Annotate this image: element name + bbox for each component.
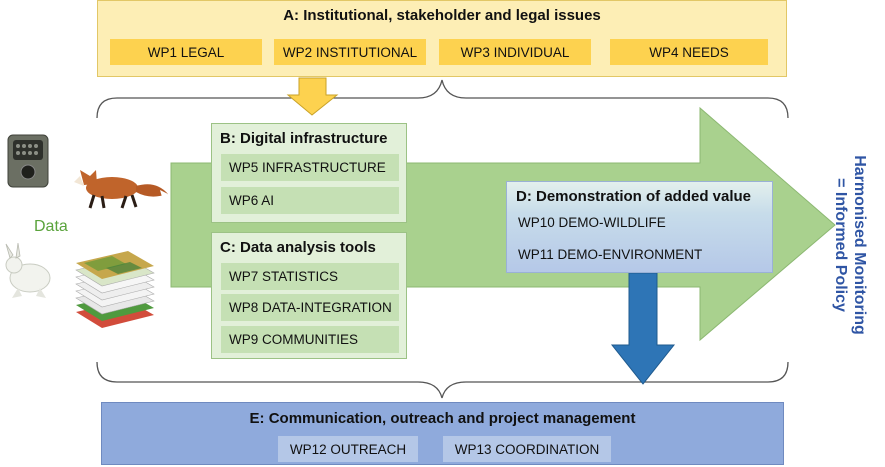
data-label: Data [34, 218, 68, 235]
wp2-institutional: WP2 INSTITUTIONAL [274, 39, 426, 65]
fox-icon [74, 170, 168, 209]
wp11-demo-environment: WP11 DEMO-ENVIRONMENT [518, 247, 703, 262]
camera-trap-icon [7, 134, 49, 188]
blue-down-arrow [610, 272, 676, 385]
wp3-individual: WP3 INDIVIDUAL [439, 39, 591, 65]
wp6-ai: WP6 AI [221, 187, 399, 214]
map-layers-icon [75, 251, 155, 328]
bottom-brace [96, 361, 789, 399]
section-e-box: E: Communication, outreach and project m… [101, 402, 784, 465]
wp4-needs: WP4 NEEDS [610, 39, 768, 65]
section-b-title: B: Digital infrastructure [220, 130, 388, 147]
hare-icon [5, 242, 51, 298]
wp13-coordination: WP13 COORDINATION [443, 436, 611, 462]
section-b-box: B: Digital infrastructure WP5 INFRASTRUC… [211, 123, 407, 223]
wp1-legal: WP1 LEGAL [110, 39, 262, 65]
outcome-label: Harmonised Monitoring = Informed Policy [803, 145, 883, 345]
wp12-outreach: WP12 OUTREACH [278, 436, 418, 462]
outcome-line-1: Harmonised Monitoring [851, 155, 868, 335]
section-c-box: C: Data analysis tools WP7 STATISTICS WP… [211, 232, 407, 359]
section-c-title: C: Data analysis tools [220, 239, 376, 256]
wp10-demo-wildlife: WP10 DEMO-WILDLIFE [518, 215, 666, 230]
section-e-title: E: Communication, outreach and project m… [249, 410, 636, 427]
outcome-line-2: = Informed Policy [832, 178, 849, 312]
wp8-data-integration: WP8 DATA-INTEGRATION [221, 294, 399, 321]
section-d-box: D: Demonstration of added value WP10 DEM… [506, 181, 773, 273]
top-brace [96, 79, 789, 119]
wp9-communities: WP9 COMMUNITIES [221, 326, 399, 353]
section-a-title: A: Institutional, stakeholder and legal … [283, 7, 601, 24]
section-a-box: A: Institutional, stakeholder and legal … [97, 0, 787, 77]
section-d-title: D: Demonstration of added value [516, 188, 752, 205]
yellow-down-arrow [286, 77, 339, 116]
wp5-infrastructure: WP5 INFRASTRUCTURE [221, 154, 399, 181]
wp7-statistics: WP7 STATISTICS [221, 263, 399, 290]
